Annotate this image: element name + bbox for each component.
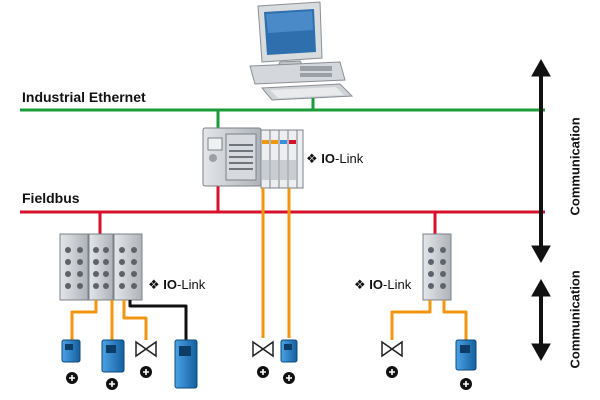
io-module-icon	[422, 233, 452, 301]
sensor-icon	[280, 339, 298, 363]
controller-icon	[202, 127, 304, 189]
valve-icon	[381, 340, 403, 358]
fieldbus-label: Fieldbus	[22, 190, 80, 206]
iolink-brand-bold: IO	[163, 277, 178, 292]
iolink-logo-icon	[66, 366, 472, 390]
iolink-cable	[70, 300, 98, 340]
industrial-ethernet-label: Industrial Ethernet	[22, 89, 146, 105]
iolink-cable	[390, 300, 432, 340]
double-arrow-icon	[531, 58, 551, 264]
sensor-icon	[455, 339, 477, 371]
iolink-cable	[122, 300, 148, 340]
iolink-brand-rest: -Link	[335, 151, 364, 166]
iolink-cable	[442, 300, 468, 340]
iolink-label-controller: ❖ IO-Link	[306, 151, 363, 167]
iolink-brand-bold: IO	[321, 151, 336, 166]
communication-label-lower: Communication	[567, 270, 583, 369]
computer-icon	[249, 1, 354, 101]
iolink-logo-icon: ❖	[354, 277, 366, 292]
iolink-logo-icon: ❖	[306, 151, 318, 166]
double-arrow-icon	[531, 278, 551, 362]
sensor-icon	[174, 339, 198, 389]
iolink-brand-rest: -Link	[177, 277, 206, 292]
sensor-icon	[61, 339, 81, 363]
iolink-label-right-module: ❖ IO-Link	[354, 277, 411, 293]
iolink-label-left-module: ❖ IO-Link	[148, 277, 205, 293]
io-module-icon	[59, 233, 143, 301]
communication-label-upper: Communication	[567, 117, 583, 216]
sensor-icon	[101, 339, 125, 373]
valve-icon	[252, 340, 274, 358]
iolink-logo-icon: ❖	[148, 277, 160, 292]
iolink-brand-bold: IO	[369, 277, 384, 292]
iolink-brand-rest: -Link	[383, 277, 412, 292]
standard-cable	[128, 300, 188, 340]
valve-icon	[135, 340, 157, 358]
